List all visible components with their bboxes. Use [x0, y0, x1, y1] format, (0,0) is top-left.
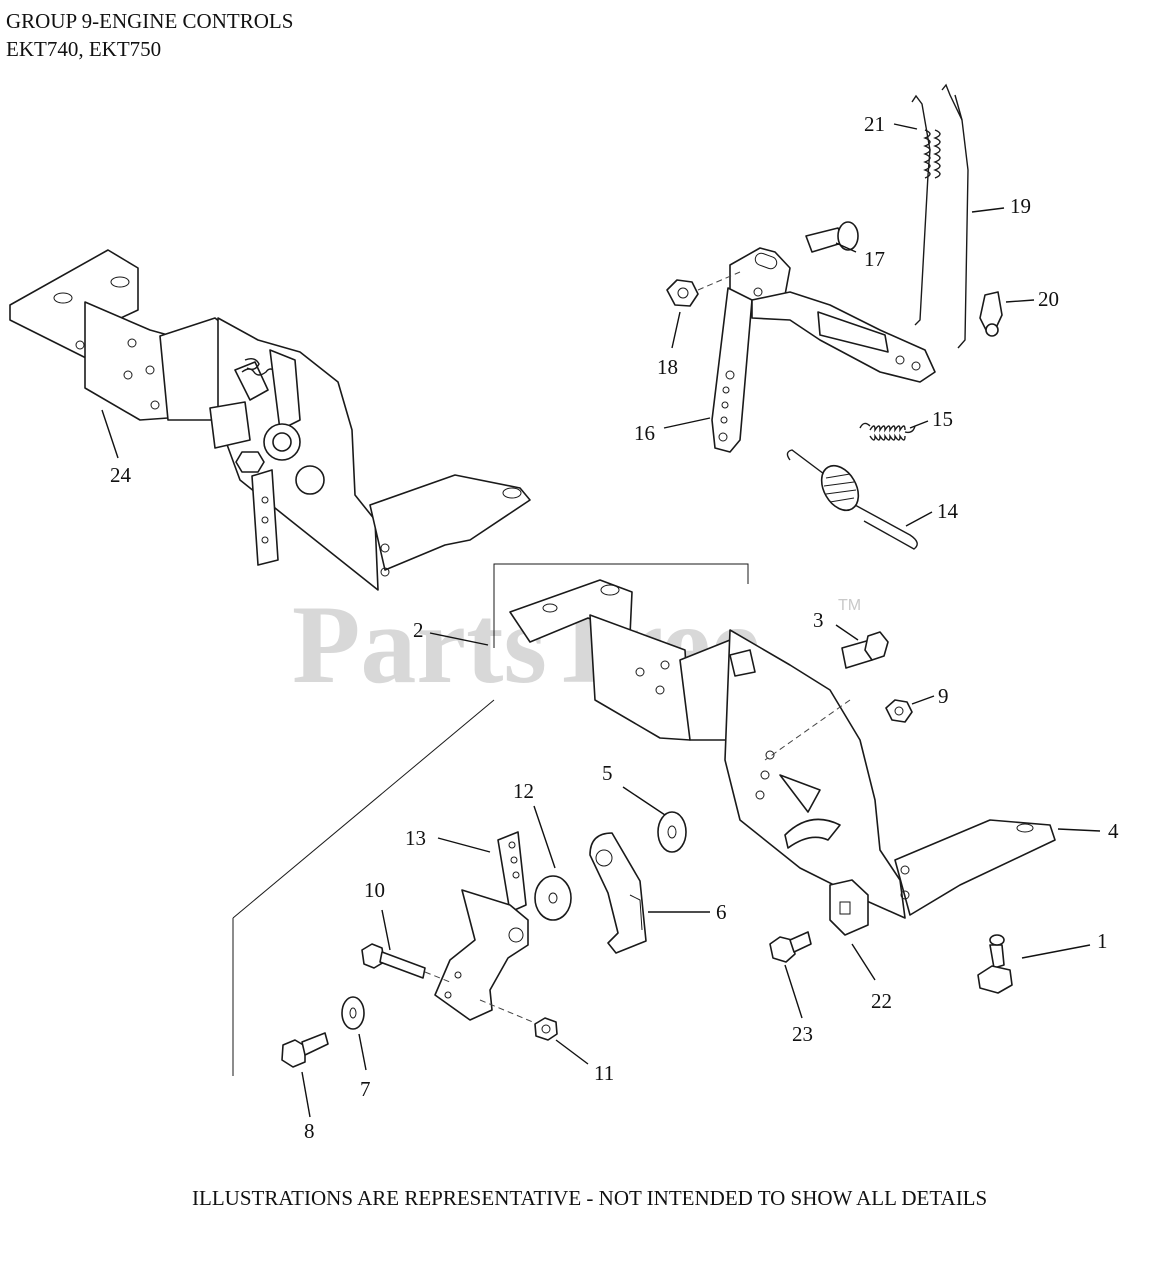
- callout-24: 24: [110, 463, 132, 487]
- part-10-long-bolt: [361, 943, 451, 983]
- callout-12: 12: [513, 779, 534, 803]
- callout-8: 8: [304, 1119, 315, 1143]
- disclaimer-footer: ILLUSTRATIONS ARE REPRESENTATIVE - NOT I…: [192, 1186, 988, 1210]
- part-24-control-assembly: [9, 249, 531, 591]
- part-22-clip: [829, 879, 869, 936]
- callout-labels: 1 2 3 4 5 6 7 8 9 10 11 12 13 14 15 16 1…: [110, 112, 1119, 1143]
- part-23-flange-bolt: [769, 931, 812, 963]
- part-12-washer: [534, 875, 572, 921]
- callout-21: 21: [864, 112, 885, 136]
- diagram-title: GROUP 9-ENGINE CONTROLS: [6, 9, 294, 33]
- callout-2: 2: [413, 618, 424, 642]
- callout-10: 10: [364, 878, 385, 902]
- assembly-bracket: [232, 563, 749, 1076]
- part-19-control-rod: [941, 83, 969, 349]
- leader-lines: [101, 123, 1101, 1118]
- callout-5: 5: [602, 761, 613, 785]
- part-20-rod-clip: [979, 291, 1003, 337]
- callout-6: 6: [716, 900, 727, 924]
- model-numbers: EKT740, EKT750: [6, 37, 162, 61]
- callout-23: 23: [792, 1022, 813, 1046]
- callout-11: 11: [594, 1061, 614, 1085]
- part-13-control-lever: [434, 831, 541, 1026]
- callout-22: 22: [871, 989, 892, 1013]
- callout-4: 4: [1108, 819, 1119, 843]
- part-8-bolt: [281, 1032, 329, 1068]
- part-6-cam-plate: [589, 832, 647, 954]
- part-18-nut: [666, 271, 741, 307]
- callout-9: 9: [938, 684, 949, 708]
- callout-7: 7: [360, 1077, 371, 1101]
- callout-13: 13: [405, 826, 426, 850]
- watermark-trademark: TM: [838, 597, 861, 614]
- callout-19: 19: [1010, 194, 1031, 218]
- callout-17: 17: [864, 247, 885, 271]
- callout-16: 16: [634, 421, 655, 445]
- part-11-nut: [534, 1017, 558, 1041]
- callout-15: 15: [932, 407, 953, 431]
- callout-3: 3: [813, 608, 824, 632]
- callout-20: 20: [1038, 287, 1059, 311]
- callout-14: 14: [937, 499, 959, 523]
- part-16-throttle-lever: [711, 247, 936, 453]
- callout-1: 1: [1097, 929, 1108, 953]
- part-21-spring-rod: [911, 94, 941, 326]
- part-9-nut: [885, 699, 913, 723]
- part-7-washer: [341, 996, 365, 1030]
- part-17-pin: [805, 221, 859, 253]
- part-14-spring-large: [786, 449, 918, 550]
- part-1-flange-bolt: [977, 934, 1013, 994]
- part-15-spring-small: [859, 422, 916, 441]
- part-3-bolt: [841, 631, 889, 669]
- part-5-washer: [657, 811, 687, 853]
- callout-18: 18: [657, 355, 678, 379]
- part-4-bracket-plate: [509, 579, 1056, 919]
